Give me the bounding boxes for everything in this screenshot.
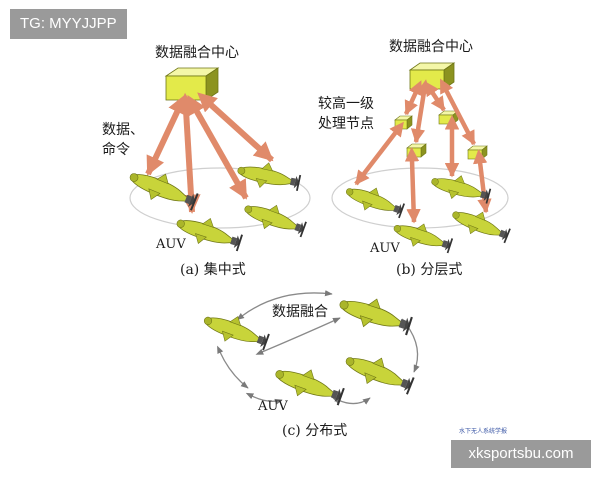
panel-a-link-label-line1: 数据、 [102,122,144,138]
panel-b-top-arrow-1 [403,80,422,116]
panel-b [331,62,514,258]
panel-a-auv-label: AUV [156,237,186,252]
panel-b-top-arrow-3 [410,79,431,144]
panel-a-auv-2 [234,156,303,196]
panel-a-link-arrow-1 [145,94,186,176]
top-left-tag: TG: MYYJJPP [10,9,127,39]
panel-a-auv-3 [240,195,310,242]
journal-watermark: 水下无人系统学报 [459,428,508,435]
panel-c-auv-2 [334,288,416,341]
panel-c-link-top [236,290,333,321]
panel-b-top-arrow-2 [424,81,446,112]
bottom-right-tag: xksportsbu.com [451,440,591,468]
panel-c-fusion-label: 数据融合 [272,304,328,320]
panel-c-auv-1 [199,305,273,356]
panel-a-link-arrow-3 [187,94,249,200]
panel-b-fusion-center-box [408,62,456,90]
panel-b-center-label: 数据融合中心 [389,39,473,55]
panel-c-caption: (c) 分布式 [282,423,348,439]
panel-b-auv-arrow-4 [473,149,492,214]
panel-b-node-4 [467,145,488,160]
panel-b-node-2 [438,110,459,125]
panel-b-auv-arrow-1 [354,121,404,186]
panel-a-link-label-line2: 命令 [102,142,130,158]
panel-c-link-diagonal [255,317,341,355]
panel-b-auv-1 [341,178,408,223]
panel-a [124,67,311,257]
panel-b-auv-label: AUV [370,241,400,256]
panel-a-fusion-center-box [164,67,220,101]
panel-c-auv-label: AUV [258,399,288,414]
panel-b-node-1 [394,115,413,130]
panel-c-auv-3 [340,345,418,400]
panel-b-auv-4 [390,215,456,258]
panel-c-link-left [217,345,249,389]
panel-b-auv-arrow-2 [404,147,421,224]
panel-a-center-label: 数据融合中心 [155,45,239,61]
panel-b-top-arrow-4 [440,78,476,146]
panel-b-node-label-line1: 较高一级 [318,96,374,112]
panel-a-link-arrow-4 [197,92,275,163]
panel-c-link-bottom-right [331,397,371,405]
panel-c-link-bottom [245,392,283,405]
panel-b-node-3 [406,143,427,158]
panel-a-caption: (a) 集中式 [180,262,246,278]
panel-b-caption: (b) 分层式 [396,262,463,278]
panel-b-node-label-line2: 处理节点 [318,116,374,132]
panel-c [199,288,420,411]
